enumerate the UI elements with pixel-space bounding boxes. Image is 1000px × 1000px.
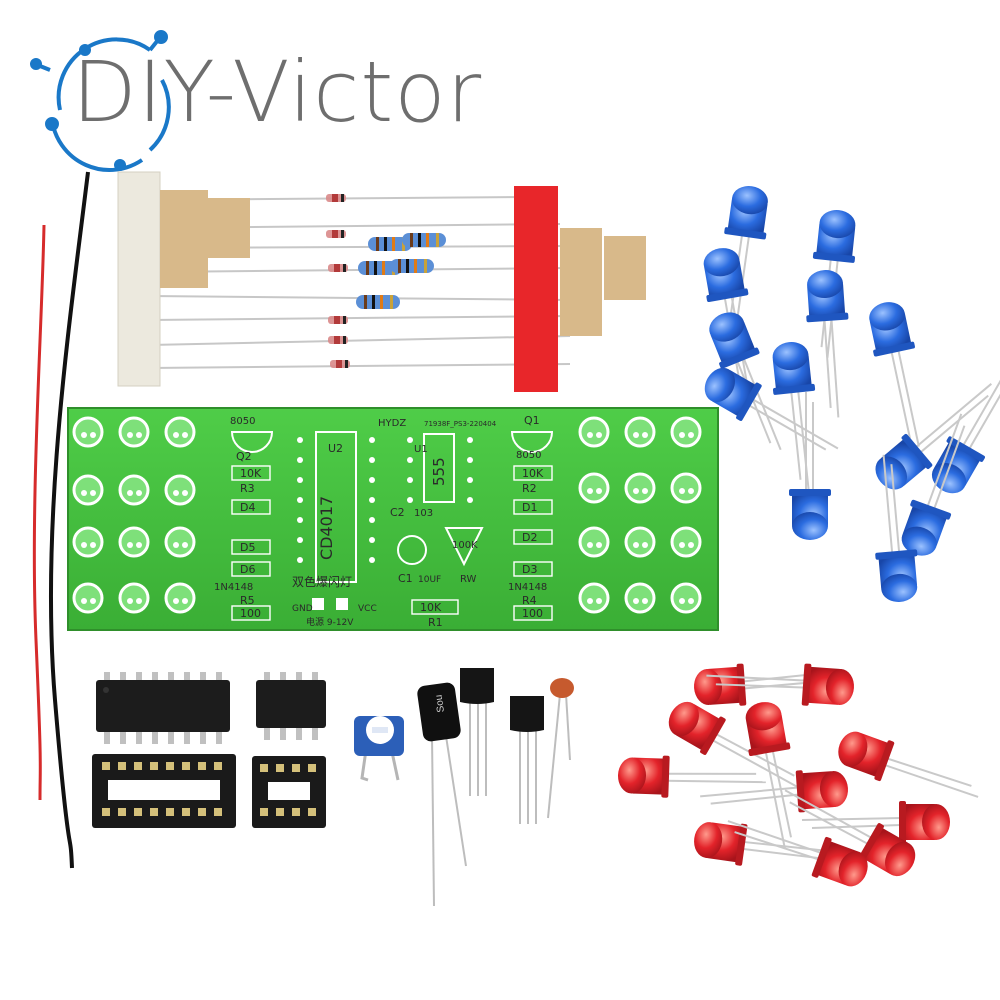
pcb-r2: R2	[522, 482, 537, 495]
black-wire	[48, 171, 90, 869]
pcb-header-left: HYDZ	[378, 418, 406, 429]
pcb-d5: D5	[240, 541, 255, 554]
blue-led	[922, 350, 1000, 502]
transistor-8050-a	[460, 668, 494, 796]
pcb-r3: R3	[240, 482, 255, 495]
pcb-d4: D4	[240, 501, 255, 514]
resistor-2	[402, 233, 446, 247]
diode-d2	[326, 230, 346, 238]
brand-name: DIY-Victor	[72, 43, 483, 141]
blue-led	[696, 358, 848, 472]
pcb-d6: D6	[240, 563, 255, 576]
pcb-r5-value: 100	[240, 607, 261, 620]
ic-socket-16pin	[92, 754, 236, 828]
pcb-r5: R5	[240, 594, 255, 607]
red-led	[616, 753, 768, 803]
capacitor-label: Sou	[434, 694, 447, 713]
transistor-8050-b	[510, 696, 544, 824]
red-led-group	[616, 655, 987, 895]
pcb-r3-value: 10K	[240, 467, 262, 480]
pcb-pot-ref: RW	[460, 574, 477, 585]
resistor-4	[390, 259, 434, 273]
pcb-u1: U1	[414, 444, 428, 455]
pcb-gnd: GND	[292, 604, 313, 614]
red-led	[831, 723, 987, 816]
pcb-c2-value: 103	[414, 508, 433, 519]
pcb-header-right: 71938F_PS3-220404	[424, 420, 497, 428]
trimmer-potentiometer	[354, 716, 404, 782]
pcb-vcc: VCC	[358, 604, 377, 614]
pcb-r1: R1	[428, 616, 443, 629]
pcb-c1-value: 10UF	[418, 575, 441, 585]
pcb-8050-right: 8050	[516, 450, 541, 461]
diode-d3	[328, 264, 348, 272]
component-tape-strip	[117, 171, 646, 392]
pcb-cd4017: CD4017	[317, 496, 336, 560]
pcb-u2: U2	[328, 442, 343, 455]
blue-led-group	[696, 182, 1000, 605]
pcb-q1: Q1	[524, 414, 540, 427]
pcb-c2: C2	[390, 506, 405, 519]
diode-d6	[330, 360, 350, 368]
ceramic-capacitor	[547, 678, 574, 819]
circuit-ring-icon	[30, 30, 171, 172]
pcb-r4: R4	[522, 594, 537, 607]
pcb-q2: Q2	[236, 450, 252, 463]
pcb-board: HYDZ 71938F_PS3-220404 U2 CD4017 U1 555 …	[67, 407, 719, 631]
diode-d-top	[326, 194, 346, 202]
resistor-5	[356, 295, 400, 309]
pcb-title-cn: 双色爆闪灯	[292, 575, 352, 589]
ic-cd4017-chip	[96, 672, 230, 744]
blue-led	[767, 338, 827, 493]
pcb-power-cn: 电源 9-12V	[306, 616, 354, 628]
pcb-d1: D1	[522, 501, 537, 514]
pcb-r1-value: 10K	[420, 601, 442, 614]
red-wire	[32, 224, 46, 801]
pcb-c1: C1	[398, 572, 413, 585]
blue-led	[788, 391, 832, 541]
pcb-r2-value: 10K	[522, 467, 544, 480]
electrolytic-capacitor: Sou	[417, 682, 467, 907]
diode-d4	[328, 316, 348, 324]
pcb-1n4148-left: 1N4148	[214, 582, 253, 593]
ic-socket-8pin	[252, 756, 326, 828]
pcb-d3: D3	[522, 563, 537, 576]
pcb-555: 555	[430, 457, 448, 486]
blue-led	[862, 297, 937, 453]
pcb-r4-value: 100	[522, 607, 543, 620]
ic-555-chip	[256, 672, 326, 740]
pcb-d2: D2	[522, 531, 537, 544]
diode-d5	[328, 336, 348, 344]
pcb-8050-left: 8050	[230, 416, 255, 427]
pcb-1n4148-right: 1N4148	[508, 582, 547, 593]
pcb-pot-value: 100K	[452, 540, 478, 551]
